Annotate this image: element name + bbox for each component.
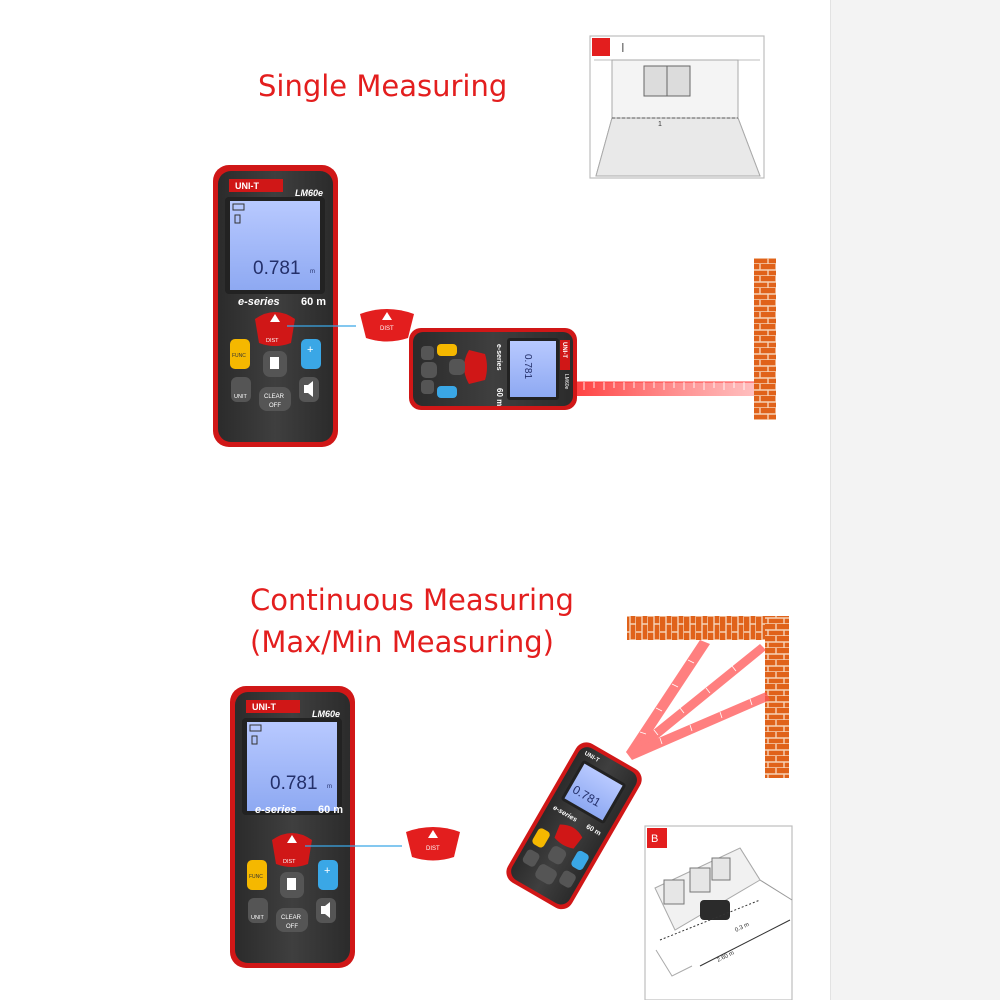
room-bottom-label: B [651, 833, 658, 845]
laser-beam-top [574, 381, 754, 396]
brick-wall-top [754, 258, 776, 420]
func-key-label: FUNC [232, 353, 246, 359]
room-top-label: I [621, 40, 625, 55]
dist-key-label: DIST [266, 338, 279, 344]
heading-continuous-measuring: Continuous Measuring [250, 583, 574, 617]
svg-text:m: m [327, 784, 332, 790]
svg-text:e-series: e-series [495, 344, 502, 371]
svg-text:e-series: e-series [255, 804, 297, 816]
lcd-reading: 0.781 [253, 258, 301, 279]
svg-text:LM60e: LM60e [312, 709, 340, 719]
svg-text:DIST: DIST [380, 326, 394, 332]
laser-meter-front-bottom: UNI-T LM60e 0.781 m e-series 60 m DIST F… [229, 685, 356, 987]
svg-text:DIST: DIST [426, 846, 440, 852]
plus-key-label: + [307, 344, 313, 356]
range-label: 60 m [301, 296, 326, 308]
laser-meter-front-top: UNI-T LM60e 0.781 m e-series 60 m DIST F… [212, 164, 339, 466]
dimension-a: 0.3 m [734, 922, 750, 934]
svg-text:DIST: DIST [283, 859, 296, 865]
svg-text:UNIT: UNIT [251, 915, 264, 921]
svg-text:CLEAR: CLEAR [281, 915, 302, 921]
svg-text:1: 1 [658, 121, 662, 128]
svg-text:60 m: 60 m [495, 388, 504, 406]
brand-label: UNI-T [235, 181, 259, 191]
svg-text:+: + [324, 865, 330, 877]
room-illustration-bottom: B 0.3 m 2.60 m [644, 825, 793, 1000]
laser-meter-side-top: 0.781 e-series 60 m UNI-T LM60e [409, 328, 577, 410]
room-illustration-top: I 1 [589, 35, 765, 179]
svg-text:OFF: OFF [286, 924, 298, 930]
svg-text:0.781: 0.781 [522, 354, 533, 379]
svg-text:60 m: 60 m [318, 804, 343, 816]
svg-text:UNI-T: UNI-T [561, 342, 567, 358]
laser-beams-bottom [626, 640, 770, 760]
svg-text:UNI-T: UNI-T [252, 702, 276, 712]
dist-key-callout-top: DIST [360, 309, 414, 342]
laser-meter-tilted-bottom: 0.781 e-series 60 m UNI-T [506, 742, 642, 910]
dist-key-callout-bottom: DIST [406, 827, 460, 861]
unit-key-label: UNIT [234, 394, 247, 400]
svg-text:LM60e: LM60e [563, 374, 569, 390]
svg-text:0.781: 0.781 [270, 773, 318, 794]
model-label: LM60e [295, 188, 323, 198]
lcd-unit: m [310, 269, 315, 275]
off-key-label: OFF [269, 403, 281, 409]
heading-max-min-measuring: (Max/Min Measuring) [250, 625, 554, 659]
series-label: e-series [238, 296, 280, 308]
brick-corner-bottom [627, 616, 789, 778]
right-margin-panel [830, 0, 1000, 1000]
clear-key-label: CLEAR [264, 394, 285, 400]
heading-single-measuring: Single Measuring [258, 69, 508, 103]
svg-text:FUNC: FUNC [249, 874, 263, 880]
